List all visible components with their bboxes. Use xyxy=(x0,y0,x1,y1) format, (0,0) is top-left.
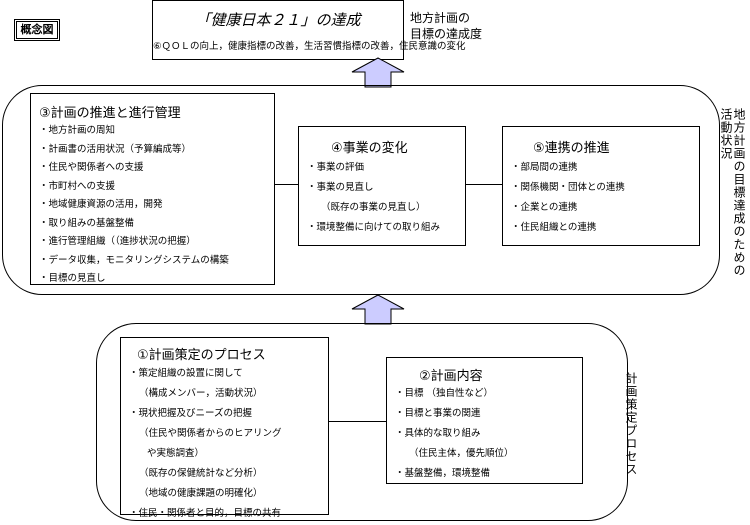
up-arrow-icon xyxy=(351,294,405,325)
list-item: ・取り組みの基盤整備 xyxy=(39,217,135,229)
planning-container xyxy=(96,323,628,521)
box-title: ③計画の推進と進行管理 xyxy=(39,106,181,121)
list-item: ・住民組織との連携 xyxy=(511,222,597,233)
list-item: ・住民や関係者への支援 xyxy=(39,162,144,173)
box-planning-process: ①計画策定のプロセス ・策定組織の設置に関して （構成メンバー，活動状況） ・現… xyxy=(120,337,329,519)
list-item: や実態調査） xyxy=(147,448,205,459)
activity-label-2: 活動状況 xyxy=(719,108,733,160)
list-item: ・部局間の連携 xyxy=(511,162,578,173)
goal-title: 「健康日本２１」の達成 xyxy=(195,11,361,29)
box-title: ⑤連携の推進 xyxy=(533,141,610,156)
list-item: （既存の事業の見直し） xyxy=(321,202,426,213)
goal-box: 「健康日本２１」の達成 ⑥ＱＯＬの向上，健康指標の改善，生活習慣指標の改善，住民… xyxy=(152,0,466,60)
goal-label: 地方計画の 目標の達成度 xyxy=(410,10,482,42)
up-arrow-icon xyxy=(351,57,405,88)
list-item: （住民主体，優先順位） xyxy=(409,448,514,459)
concept-diagram-tag: 概念図 xyxy=(14,19,60,41)
box-promotion-management: ③計画の推進と進行管理 ・地方計画の周知 ・計画書の活用状況（予算編成等） ・住… xyxy=(30,93,275,285)
list-item: ・企業との連携 xyxy=(511,202,578,213)
list-item: ・地方計画の周知 xyxy=(39,125,116,136)
list-item: ・事業の評価 xyxy=(307,162,365,173)
list-item: ・計画書の活用状況（予算編成等） xyxy=(39,143,192,155)
list-item: ・策定組織の設置に関して xyxy=(129,368,243,379)
box-collaboration: ⑤連携の推進 ・部局間の連携 ・関係機関・団体との連携 ・企業との連携 ・住民組… xyxy=(502,126,700,246)
list-item: ・現状把握及びニーズの把握 xyxy=(129,408,253,419)
list-item: ・事業の見直し xyxy=(307,182,374,193)
activity-label-1: 地方計画の目標達成のための xyxy=(732,108,746,277)
list-item: （地域の健康課題の明確化） xyxy=(139,488,263,499)
box-plan-content: ②計画内容 ・目標 （独自性など） ・目標と事業の関連 ・具体的な取り組み （住… xyxy=(386,357,583,484)
list-item: ・基盤整備，環境整備 xyxy=(395,468,491,479)
planning-label: 計画策定プロセス xyxy=(624,372,638,476)
goal-label-line: 目標の達成度 xyxy=(410,27,483,41)
list-item: ・関係機関・団体との連携 xyxy=(511,182,625,193)
list-item: ・データ収集，モニタリングシステムの構築 xyxy=(39,254,229,266)
goal-label-line: 地方計画の xyxy=(410,11,471,25)
list-item: （住民や関係者からのヒアリング xyxy=(139,428,282,439)
connector xyxy=(274,184,298,185)
connector xyxy=(466,184,502,185)
list-item: ・環境整備に向けての取り組み xyxy=(307,222,441,233)
goal-subtitle: ⑥ＱＯＬの向上，健康指標の改善，生活習慣指標の改善，住民意識の変化 xyxy=(153,41,466,52)
connector xyxy=(328,421,386,422)
box-project-change: ④事業の変化 ・事業の評価 ・事業の見直し （既存の事業の見直し） ・環境整備に… xyxy=(298,126,466,246)
list-item: （構成メンバー，活動状況） xyxy=(139,388,263,399)
list-item: ・具体的な取り組み xyxy=(395,428,481,439)
tag-label: 概念図 xyxy=(16,21,58,39)
box-title: ②計画内容 xyxy=(419,369,483,384)
list-item: ・目標 （独自性など） xyxy=(395,388,494,399)
box-title: ①計画策定のプロセス xyxy=(137,348,266,363)
list-item: ・目標と事業の関連 xyxy=(395,408,481,419)
list-item: ・市町村への支援 xyxy=(39,180,116,192)
list-item: ・住民・関係者と目的，目標の共有 xyxy=(129,508,282,519)
list-item: ・地域健康資源の活用，開発 xyxy=(39,199,163,210)
list-item: （既存の保健統計など分析） xyxy=(139,468,263,479)
list-item: ・目標の見直し xyxy=(39,273,106,284)
activity-container xyxy=(2,85,720,295)
list-item: ・進行管理組織（（進捗状況の把握） xyxy=(39,236,196,247)
box-title: ④事業の変化 xyxy=(331,141,408,156)
